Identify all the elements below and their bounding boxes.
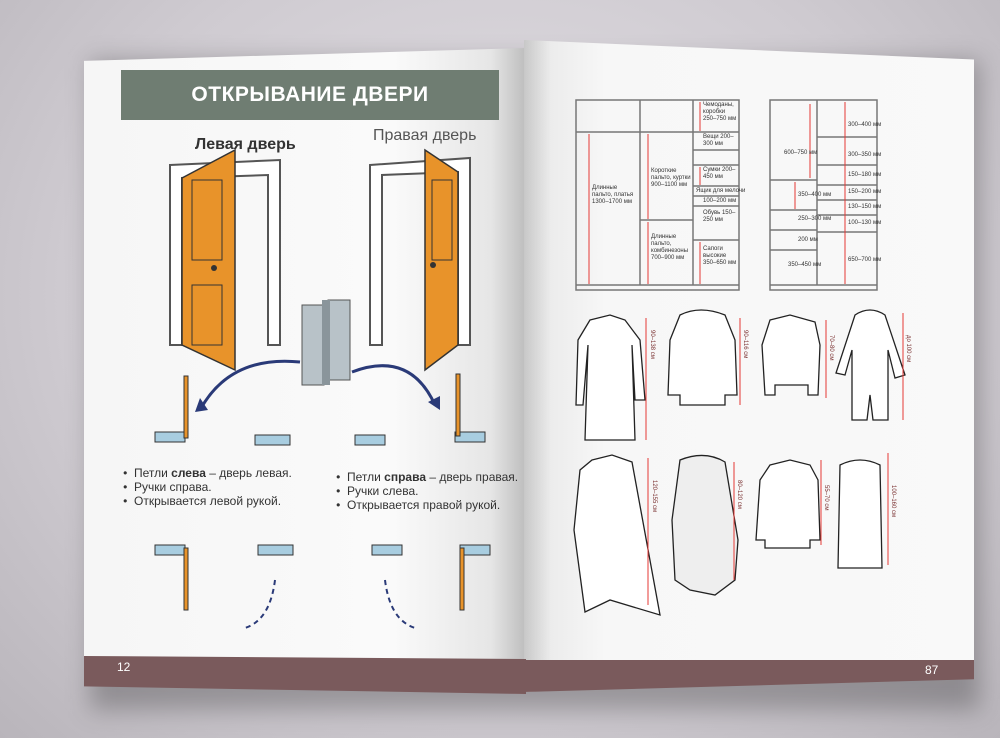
left-arrow-icon: [198, 359, 301, 411]
wardrobe-label: 130–150 мм: [848, 204, 882, 210]
wardrobe-label: 250–300 мм: [798, 216, 832, 222]
garment-size: 90–138 см: [649, 330, 655, 359]
wardrobe-label: Длинные пальто, платья 1300–1700 мм: [592, 185, 634, 205]
bullet-item: Петли справа – дверь правая.: [347, 470, 518, 484]
right-door-label: Правая дверь: [373, 127, 477, 144]
bullet-item: Открывается правой рукой.: [347, 498, 518, 512]
bullet-item: Открывается левой рукой.: [134, 494, 292, 508]
garment-size: 80–120 см: [736, 480, 742, 509]
wardrobe-label: 650–700 мм: [848, 257, 882, 263]
garment-size: 120–155 см: [651, 480, 657, 513]
kids-overall-icon: [835, 309, 906, 421]
fur-coat-icon: [671, 454, 739, 596]
wardrobe-label: 200 мм: [798, 237, 818, 243]
left-door-bullets: Петли слева – дверь левая. Ручки справа.…: [120, 466, 292, 508]
wardrobe-label: 150–180 мм: [848, 172, 882, 178]
long-coat-icon: [573, 454, 661, 616]
garment-size: до 100 см: [905, 335, 911, 363]
page-number-left: 12: [117, 660, 131, 674]
wardrobe-label: 100–200 мм: [703, 198, 737, 204]
wardrobe-label: 300–400 мм: [848, 122, 882, 128]
wardrobe-label: Сапоги высокие 350–650 мм: [703, 246, 737, 266]
garment-size: 100–160 см: [890, 485, 896, 518]
page-title: ОТКРЫВАНИЕ ДВЕРИ: [121, 70, 499, 120]
door-plan-top: [154, 373, 486, 446]
bullet-item: Ручки справа.: [134, 480, 292, 494]
right-door-bullets: Петли справа – дверь правая. Ручки слева…: [333, 470, 518, 512]
left-door-label: Левая дверь: [195, 136, 296, 153]
bullet-item: Петли слева – дверь левая.: [134, 466, 292, 480]
garment-size: 90–116 см: [742, 330, 748, 359]
wardrobe-label: Обувь 150–250 мм: [703, 210, 736, 223]
coat-icon: [575, 314, 646, 441]
right-door-icon: [369, 148, 471, 372]
right-arrow-icon: [351, 364, 437, 406]
wardrobe-label: Чемоданы, коробки 250–750 мм: [703, 102, 737, 122]
bomber-icon: [761, 314, 821, 396]
wardrobe-label: 150–200 мм: [848, 189, 882, 195]
bullet-item: Ручки слева.: [347, 484, 518, 498]
wardrobe-label: 600–750 мм: [784, 150, 818, 156]
door-plan-bottom: [154, 544, 491, 629]
wardrobe-label: Короткие пальто, куртки 900–1100 мм: [651, 168, 691, 188]
parka-icon: [667, 309, 738, 406]
wardrobe-label: 300–350 мм: [848, 152, 882, 158]
wardrobe-label: Ящик для мелочи: [696, 188, 746, 194]
garment-size: 70–80 см: [828, 335, 834, 361]
garment-size: 55–70 см: [823, 485, 829, 511]
wardrobe-label: 350–400 мм: [798, 192, 832, 198]
wardrobe-label: 100–130 мм: [848, 220, 882, 226]
wardrobe-label: Вещи 200–300 мм: [703, 134, 734, 147]
wardrobe-label: 350–450 мм: [788, 262, 822, 268]
page-number-right: 87: [925, 663, 939, 677]
quilted-jacket-icon: [755, 459, 821, 549]
hinge-icon: [301, 299, 351, 386]
left-door-icon: [169, 148, 281, 372]
wardrobe-label: Длинные пальто, комбинезоны 700–900 мм: [651, 234, 689, 261]
garment-bag-icon: [837, 459, 883, 569]
wardrobe-label: Сумки 200–450 мм: [703, 167, 736, 180]
